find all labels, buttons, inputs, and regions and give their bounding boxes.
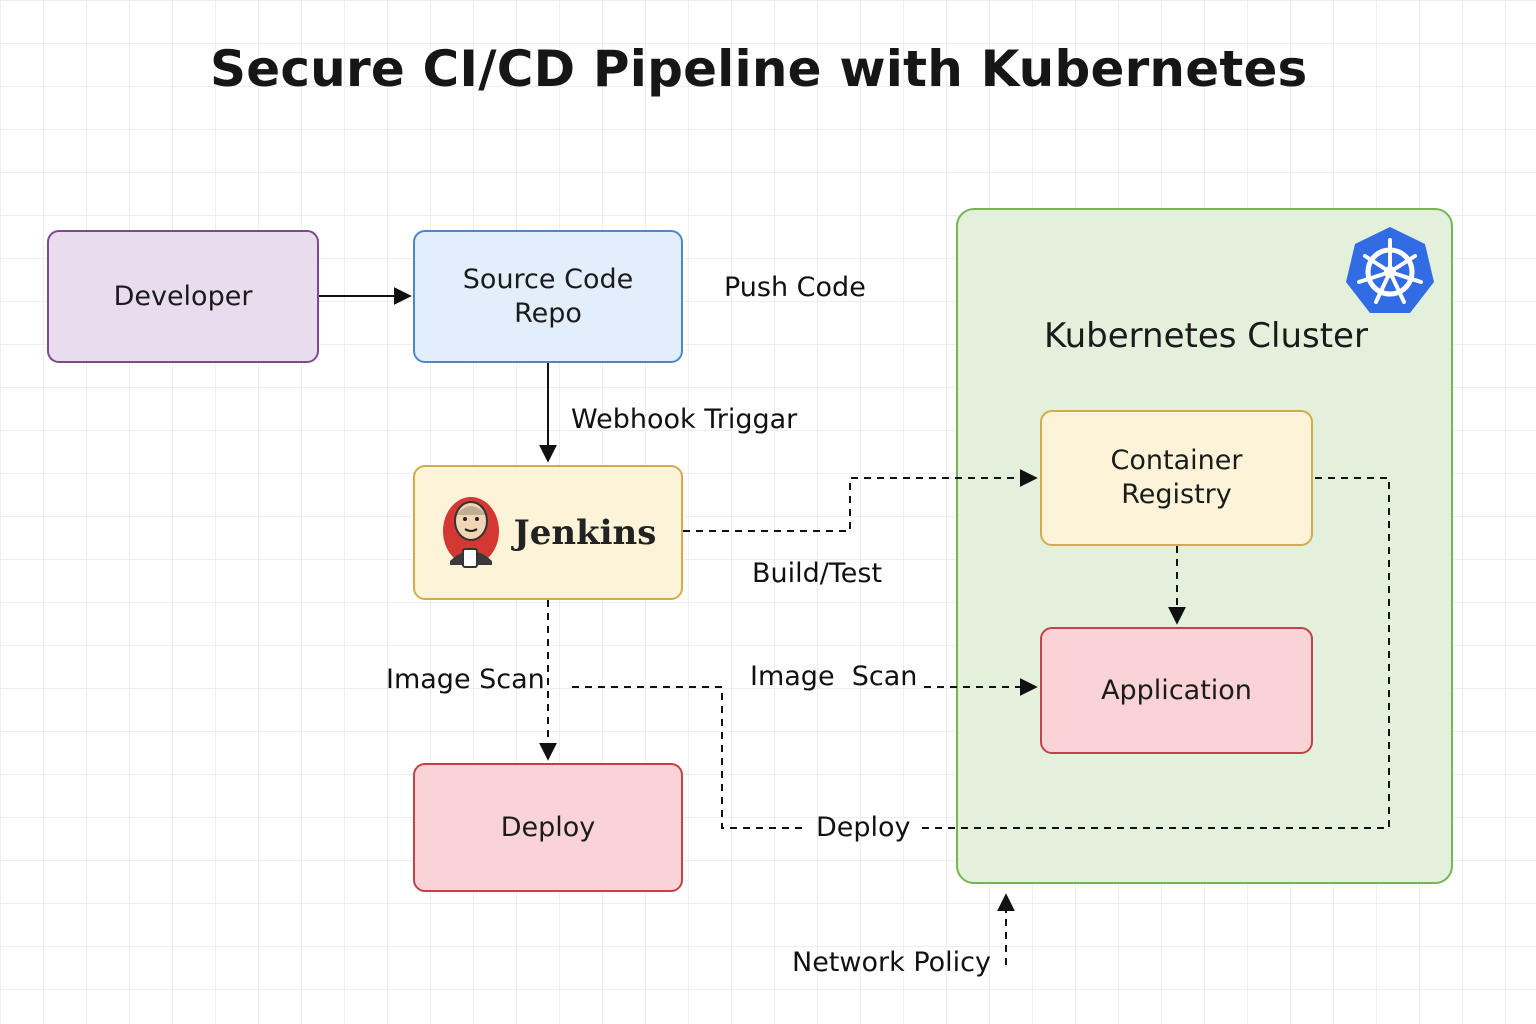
jenkins-node: Jenkins — [413, 465, 683, 600]
registry-label-line1: Container — [1110, 445, 1243, 476]
edge-deploy-registry — [922, 477, 1390, 829]
deploy-node: Deploy — [413, 763, 683, 892]
jenkins-label: Jenkins — [513, 512, 657, 553]
source-repo-label-line2: Repo — [514, 297, 582, 329]
diagram-title: Secure CI/CD Pipeline with Kubernetes — [210, 40, 1308, 98]
image-scan-left-label: Image Scan — [386, 664, 545, 695]
source-repo-label-line1: Source Code — [462, 263, 634, 295]
jenkins-logo-icon — [440, 491, 502, 575]
developer-node: Developer — [47, 230, 319, 363]
build-test-label: Build/Test — [752, 558, 883, 589]
developer-label: Developer — [113, 280, 253, 312]
image-scan-right-label: Image Scan — [750, 661, 918, 692]
deploy-edge-label: Deploy — [816, 812, 911, 843]
source-code-repo-node: Source Code Repo — [413, 230, 683, 363]
application-node: Application — [1040, 627, 1313, 754]
kubernetes-helm-icon — [1343, 224, 1437, 318]
deploy-label: Deploy — [500, 811, 596, 843]
network-policy-label: Network Policy — [792, 947, 991, 978]
registry-label-line2: Registry — [1121, 479, 1232, 510]
kubernetes-cluster-box — [956, 208, 1453, 884]
edge-jenkins-registry — [683, 469, 1038, 532]
container-registry-node: Container Registry — [1040, 410, 1313, 546]
kubernetes-cluster-title: Kubernetes Cluster — [1044, 316, 1368, 356]
webhook-trigger-label: Webhook Triggar — [571, 404, 798, 435]
application-label: Application — [1101, 674, 1252, 706]
edge-image-scan — [572, 686, 805, 829]
push-code-label: Push Code — [724, 272, 866, 303]
